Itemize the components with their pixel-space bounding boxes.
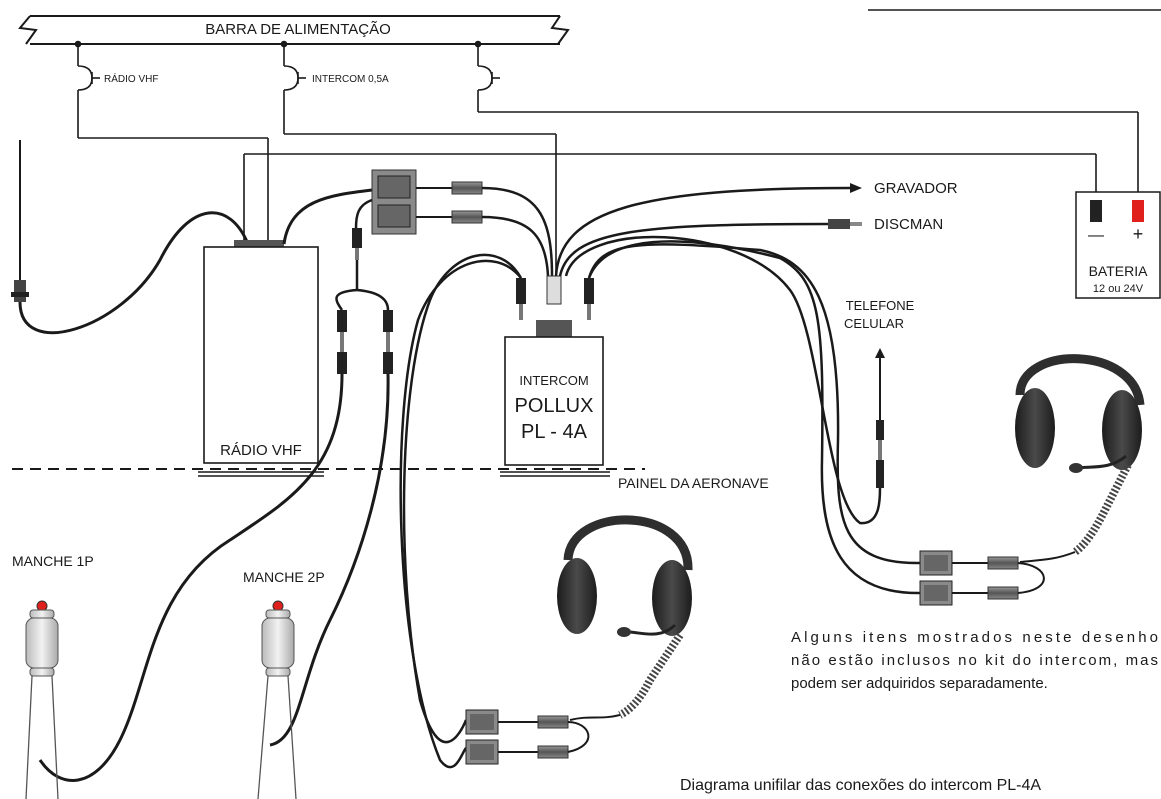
note-line2: não estão inclusos no kit do intercom, m…	[791, 652, 1158, 669]
breaker-intercom	[280, 40, 557, 276]
intercom-pollux: INTERCOM POLLUX PL - 4A	[500, 320, 610, 477]
diagram-caption: Diagrama unifilar das conexões do interc…	[680, 777, 1041, 794]
recorder-label: GRAVADOR	[874, 180, 958, 197]
control-stick-2p	[257, 600, 297, 799]
adapter-intercom-cables	[481, 186, 554, 277]
phone-line2: CELULAR	[844, 316, 904, 331]
headset-adapter-right	[919, 550, 1045, 606]
radio-vhf: RÁDIO VHF	[198, 240, 324, 477]
adapter-box-radio	[371, 169, 483, 235]
phone-connector	[875, 348, 885, 488]
power-bus: BARRA DE ALIMENTAÇÃO	[18, 15, 570, 45]
discman-plug-icon	[828, 219, 862, 229]
intercom-line3: PL - 4A	[521, 421, 588, 443]
battery-label: BATERIA	[1089, 263, 1149, 279]
intercom-output-cables	[399, 186, 923, 769]
headset-icon-lower	[557, 515, 693, 721]
breaker-battery	[474, 40, 1139, 202]
stick-cables	[38, 373, 390, 782]
battery-voltage: 12 ou 24V	[1093, 283, 1144, 295]
control-stick-1p	[25, 600, 59, 799]
discman-label: DISCMAN	[874, 216, 943, 233]
battery: — + BATERIA 12 ou 24V	[1075, 191, 1161, 299]
positive-terminal	[1132, 200, 1144, 222]
intercom-line2: POLLUX	[515, 395, 594, 417]
radio-label: RÁDIO VHF	[220, 442, 302, 459]
stick2-label: MANCHE 2P	[243, 569, 325, 585]
breaker-radio	[74, 40, 269, 244]
panel-label: PAINEL DA AERONAVE	[618, 475, 769, 491]
battery-plus-sign: +	[1133, 224, 1144, 244]
stick1-label: MANCHE 1P	[12, 553, 94, 569]
negative-terminal	[1090, 200, 1102, 222]
recorder-arrow-icon	[850, 183, 862, 193]
breaker-intercom-label: INTERCOM 0,5A	[312, 74, 389, 85]
note-line1: Alguns itens mostrados neste desenho	[791, 629, 1158, 646]
headset-icon-right	[1015, 354, 1145, 563]
intercom-jacks	[516, 275, 594, 320]
intercom-line1: INTERCOM	[519, 373, 588, 388]
antenna-icon	[11, 140, 250, 335]
note-line3: podem ser adquiridos separadamente.	[791, 675, 1048, 692]
breaker-radio-label: RÁDIO VHF	[104, 72, 158, 85]
phone-line1: TELEFONE	[846, 298, 915, 313]
headset-adapter-lower	[465, 709, 590, 765]
stick-splitter	[335, 198, 393, 374]
radio-adapter-cable	[282, 188, 373, 245]
power-bus-label: BARRA DE ALIMENTAÇÃO	[205, 21, 391, 38]
battery-minus-sign: —	[1088, 227, 1104, 244]
